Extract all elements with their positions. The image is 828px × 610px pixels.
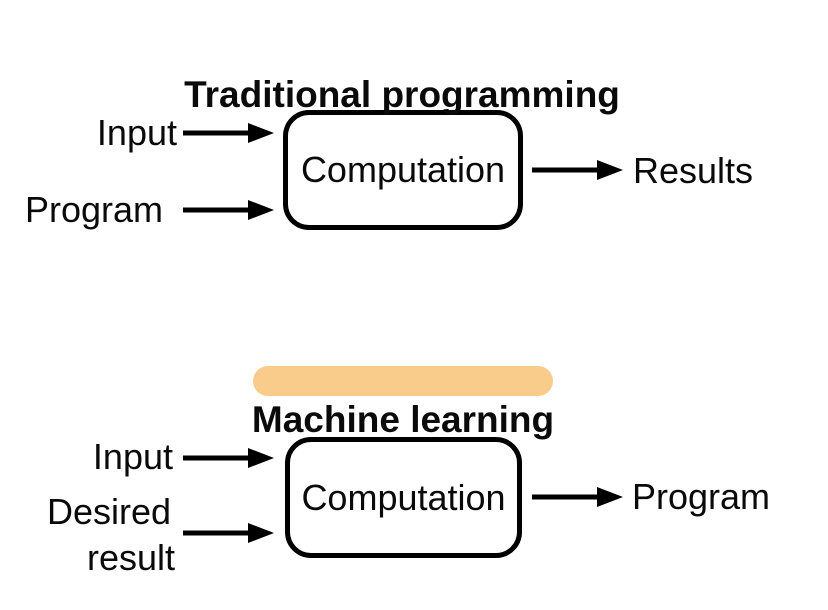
computation-box-machine-learning: Computation [285, 437, 522, 558]
computation-box-label: Computation [300, 149, 506, 190]
results-output-label: Results [633, 150, 754, 191]
arrow-right-icon [531, 485, 623, 509]
arrow-right-icon [182, 446, 274, 470]
computation-box-traditional: Computation [283, 110, 523, 230]
input-label-top-diagram: Input [96, 112, 177, 153]
input-label-bottom-diagram: Input [92, 436, 173, 477]
traditional-programming-title: Traditional programming [184, 73, 620, 115]
desired-result-line1: Desired [47, 491, 172, 532]
desired-result-line2: result [87, 537, 176, 578]
arrow-right-icon [182, 121, 274, 145]
desired-result-input-label: Desired result [47, 489, 175, 581]
arrow-right-icon [182, 198, 274, 222]
machine-learning-title: Machine learning [251, 398, 555, 440]
arrow-right-icon [182, 521, 274, 545]
computation-box-label: Computation [301, 476, 506, 518]
program-input-label: Program [24, 189, 163, 230]
program-output-label: Program [632, 476, 771, 517]
title-highlight-marker [253, 366, 553, 396]
arrow-right-icon [531, 158, 623, 182]
